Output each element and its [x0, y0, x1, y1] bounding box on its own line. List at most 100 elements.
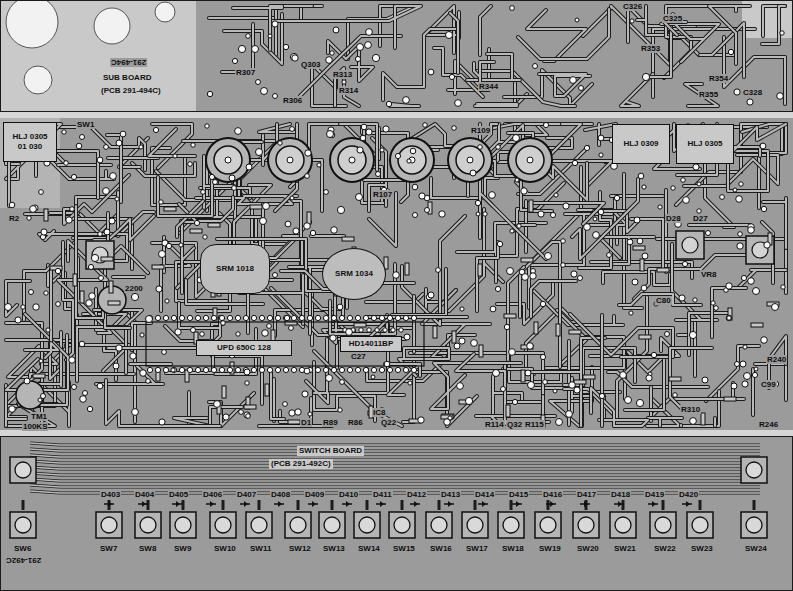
- resistor-symbol: [556, 324, 560, 336]
- solder-pad: [175, 329, 181, 335]
- solder-pad: [116, 140, 122, 146]
- copper-trace: [30, 443, 760, 445]
- copper-trace: [158, 174, 212, 216]
- push-switch: [319, 512, 345, 538]
- trace-outline: [662, 500, 665, 510]
- solder-pad: [690, 418, 697, 425]
- component-label: R344: [478, 82, 499, 91]
- component-label: D417: [576, 490, 597, 499]
- solder-pad: [620, 372, 627, 379]
- trace-outline: [762, 6, 785, 44]
- solder-pad: [706, 231, 711, 236]
- solder-pad: [9, 202, 15, 208]
- resistor-symbol: [751, 323, 763, 327]
- solder-pad: [39, 359, 43, 363]
- potentiometer-shaft: [276, 146, 304, 174]
- component-label: R89: [322, 418, 339, 427]
- push-switch: [246, 512, 272, 538]
- push-switch: [687, 512, 713, 538]
- trace-outline: [474, 500, 477, 510]
- trace-outline: [664, 22, 686, 35]
- solder-pad: [366, 29, 373, 36]
- component-label: R313: [332, 70, 353, 79]
- copper-trace: [311, 235, 344, 237]
- trace-outline: [414, 372, 477, 426]
- resistor-symbol: [639, 335, 651, 339]
- solder-pad: [543, 380, 548, 385]
- solder-pad: [646, 375, 652, 381]
- copper-trace: [712, 288, 746, 337]
- resistor-symbol: [33, 374, 45, 378]
- pad: [527, 157, 533, 163]
- trace-outline: [30, 449, 760, 451]
- component-label: VR8: [700, 270, 718, 279]
- copper-trace: [608, 372, 708, 387]
- solder-pad: [290, 127, 295, 132]
- solder-pad: [711, 301, 715, 305]
- resistor-symbol: [80, 291, 84, 303]
- trace-outline: [118, 192, 154, 236]
- ic-pin: [339, 367, 344, 372]
- solder-pad: [728, 49, 733, 54]
- solder-pad: [130, 353, 136, 359]
- component-label: C326: [622, 2, 643, 11]
- push-switch: [741, 512, 767, 538]
- solder-pad: [753, 288, 760, 295]
- solder-pad: [293, 228, 299, 234]
- trace-outline: [480, 6, 491, 55]
- solder-pad: [726, 315, 732, 321]
- solder-pad: [543, 122, 548, 127]
- solder-pad: [748, 227, 755, 234]
- resistor-symbol: [250, 205, 262, 209]
- solder-pad: [308, 412, 312, 416]
- ic-pin: [331, 367, 336, 372]
- solder-pad: [665, 332, 670, 337]
- solder-pad: [599, 153, 603, 157]
- solder-pad: [356, 194, 363, 201]
- trace-outline: [648, 418, 682, 426]
- solder-pad: [244, 412, 250, 418]
- resistor-symbol: [342, 237, 354, 241]
- solder-pad: [780, 31, 784, 35]
- trace-outline: [670, 348, 712, 412]
- node-title: SRM 1034: [335, 269, 373, 279]
- component-label: D416: [542, 490, 563, 499]
- resistor-symbol: [433, 326, 437, 338]
- solder-pad: [404, 334, 410, 340]
- ic-pin: [259, 315, 264, 320]
- trace-outline: [518, 9, 609, 59]
- ic-pin: [219, 367, 224, 372]
- solder-pad: [521, 188, 527, 194]
- trace-outline: [699, 500, 702, 510]
- copper-trace: [174, 407, 242, 426]
- solder-pad: [140, 370, 147, 377]
- solder-pad: [44, 291, 48, 295]
- resistor-symbol: [44, 209, 48, 221]
- node-title: HLJ 0305: [687, 139, 722, 149]
- solder-pad: [263, 203, 270, 210]
- switch-actuator: [359, 517, 375, 533]
- push-switch: [650, 512, 676, 538]
- component-label: R353: [640, 44, 661, 53]
- relay-box: HLJ 030501 030: [3, 122, 57, 162]
- resistor-symbol: [479, 345, 483, 357]
- switch-actuator: [215, 517, 231, 533]
- solder-pad: [55, 268, 60, 273]
- copper-trace: [564, 348, 635, 385]
- solder-pad: [764, 242, 770, 248]
- component-label: D1: [300, 418, 312, 427]
- solder-pad: [471, 340, 478, 347]
- solder-pad: [69, 357, 75, 363]
- trace-outline: [94, 216, 154, 240]
- trace-outline: [7, 156, 11, 206]
- component-label: C328: [742, 88, 763, 97]
- ic-pin: [203, 367, 208, 372]
- trace-outline: [30, 455, 760, 457]
- solder-pad: [743, 345, 747, 349]
- switch-label: SW23: [690, 544, 714, 553]
- trace-outline: [599, 237, 654, 264]
- solder-pad: [278, 141, 282, 145]
- trace-outline: [385, 364, 420, 395]
- component-label: D418: [610, 490, 631, 499]
- mounting-hole: [155, 2, 175, 22]
